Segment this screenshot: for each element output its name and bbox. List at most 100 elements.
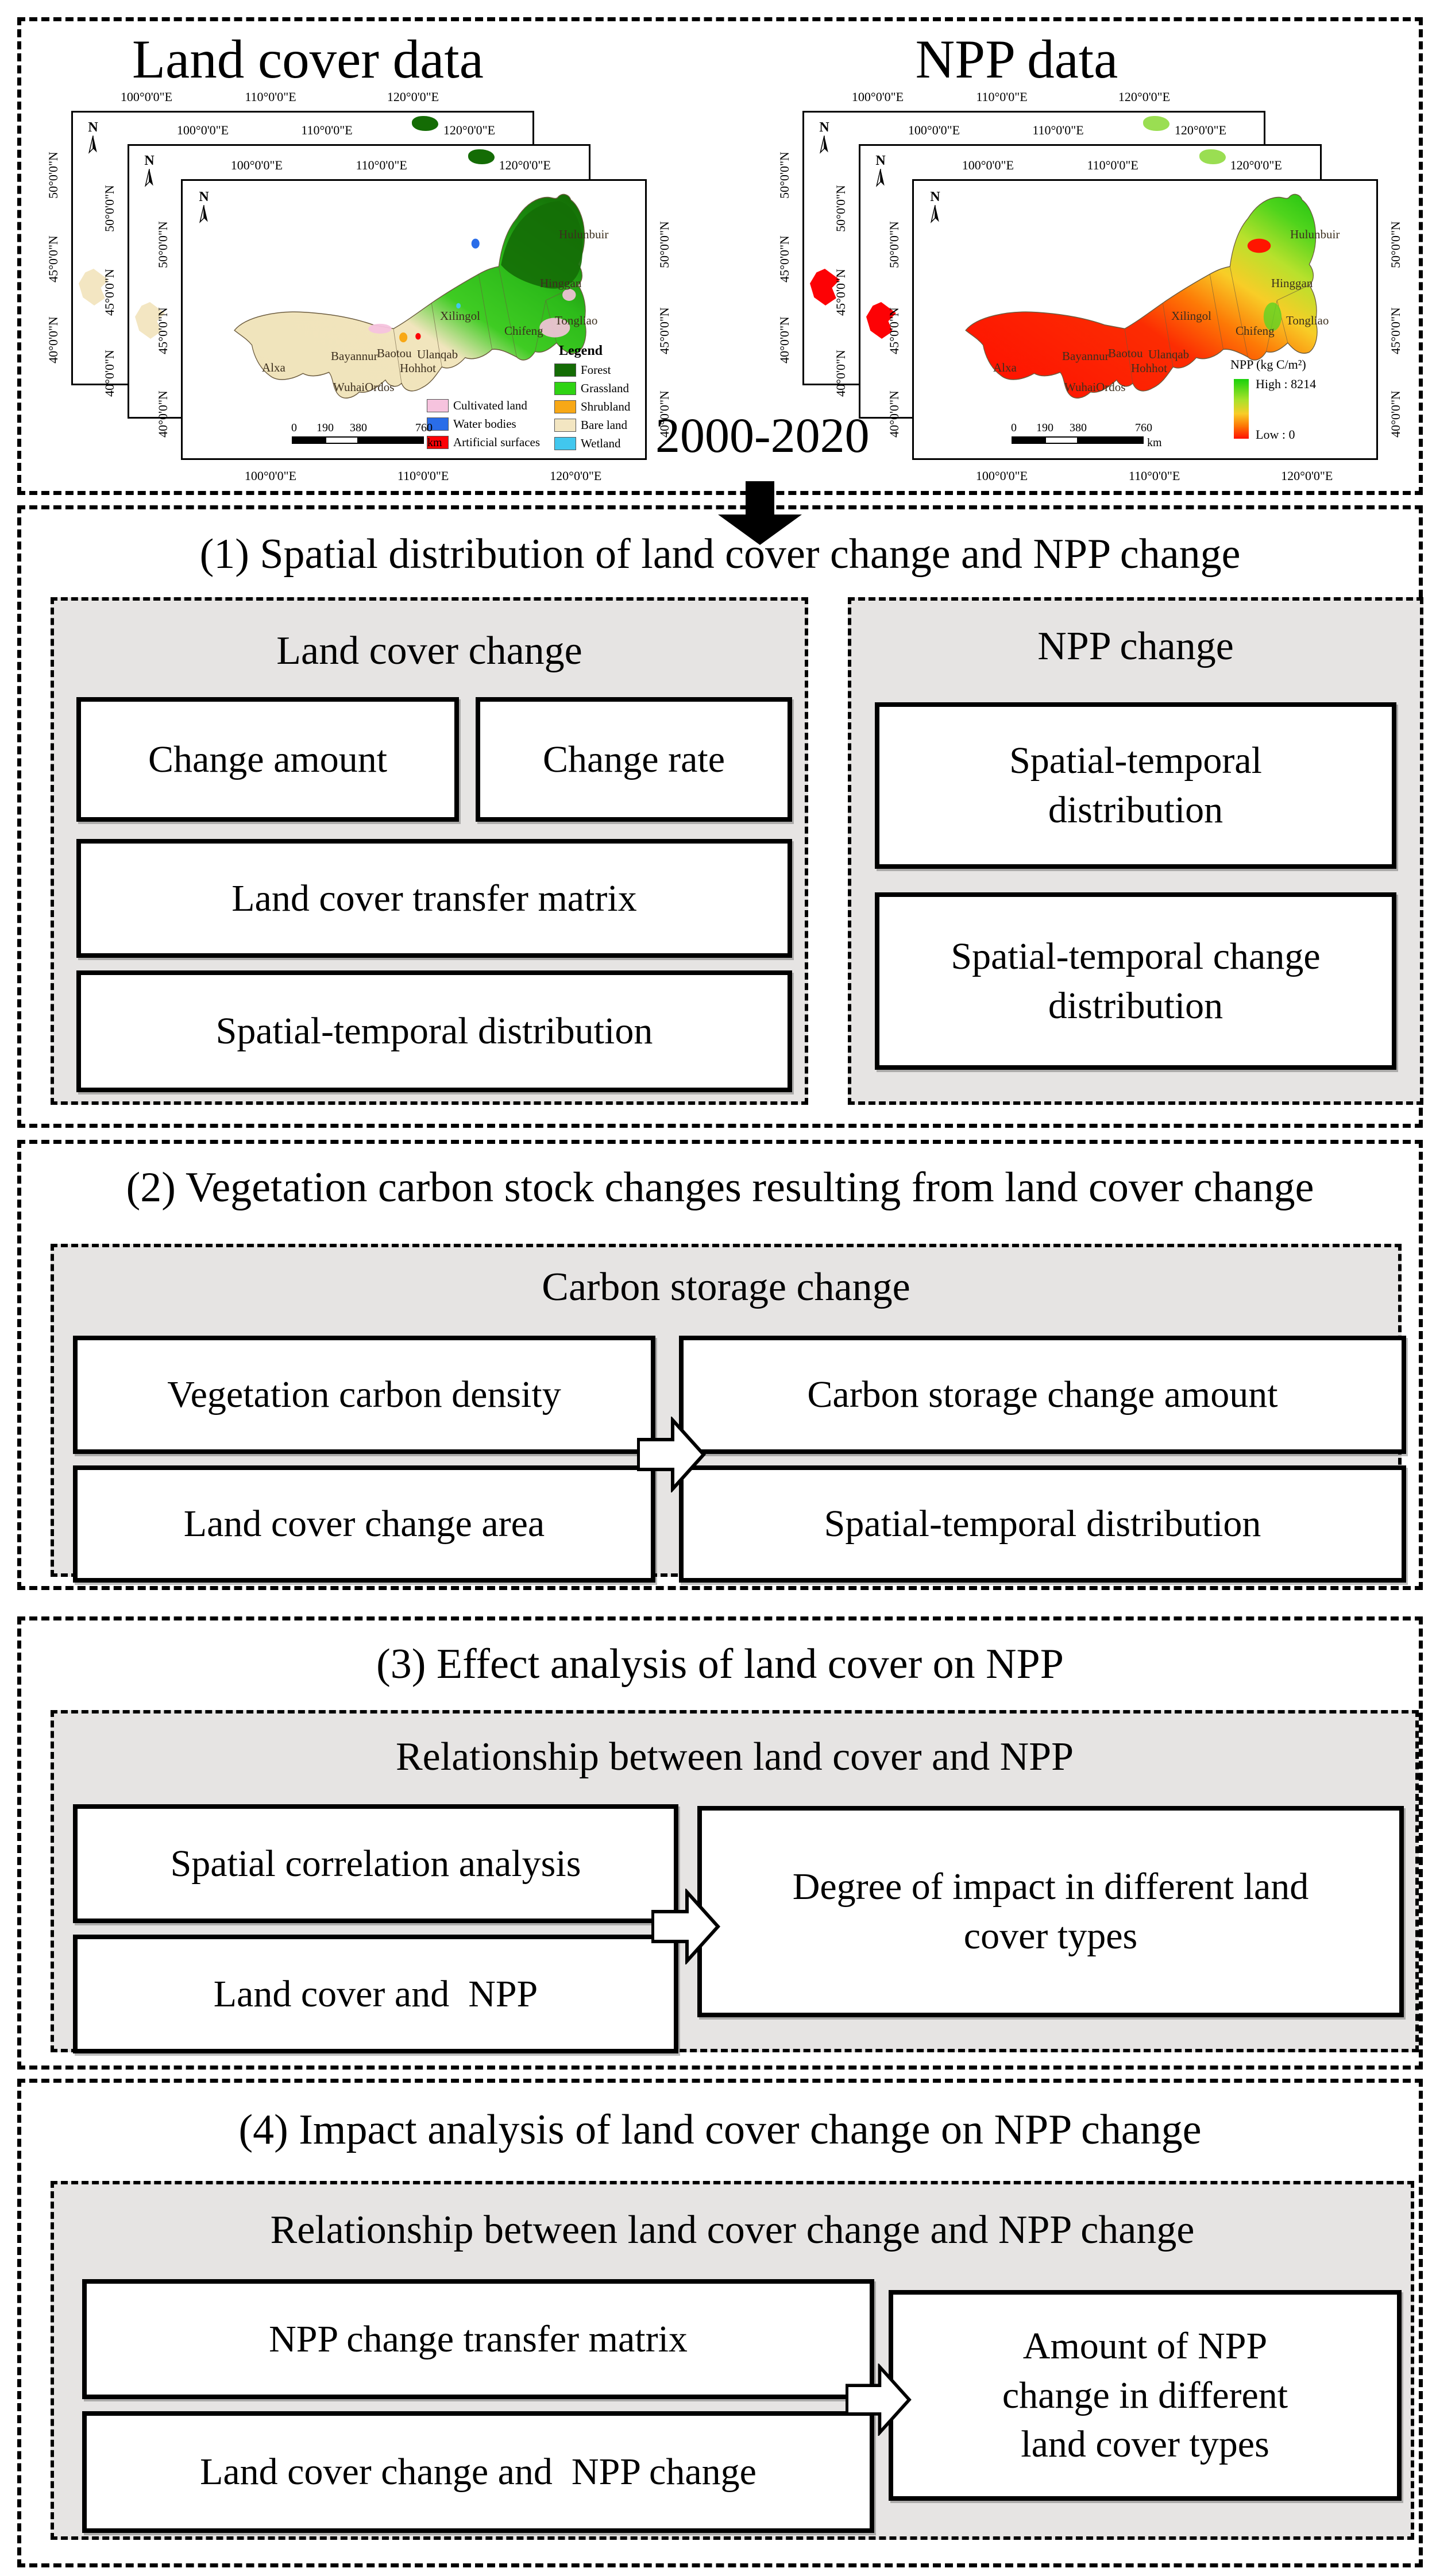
north-arrow-icon: N <box>872 154 889 188</box>
scale-bar: 0 190 380 760 km <box>291 421 442 449</box>
section-1: (1) Spatial distribution of land cover c… <box>17 505 1423 1128</box>
region-label: WuhaiOrdos <box>333 380 394 394</box>
region-label: Bayannur <box>331 349 378 363</box>
x-tick-label: 110°0'0"E <box>245 90 296 104</box>
y-tick-label: 50°0'0"N <box>156 221 170 268</box>
y-tick-label: 40°0'0"N <box>46 316 60 364</box>
x-tick-label: 110°0'0"E <box>1087 158 1138 172</box>
y-tick-label: 50°0'0"N <box>887 221 901 268</box>
region-label: Tongliao <box>555 314 597 327</box>
region-label: Hulunbuir <box>1290 227 1340 241</box>
section-4-title: (4) Impact analysis of land cover change… <box>238 2106 1202 2153</box>
npp-legend-title: NPP (kg C/m²) <box>1230 357 1306 372</box>
x-tick-label: 100°0'0"E <box>851 90 904 104</box>
npp-legend: NPP (kg C/m²) High : 8214 Low : 0 <box>1196 357 1368 449</box>
flow-box-spatial-temporal-distribution: Spatial-temporal distribution <box>679 1465 1406 1583</box>
npp-map: 100°0'0"E 110°0'0"E 120°0'0"E 50°0'0"N 4… <box>887 158 1403 483</box>
x-tick-label: 110°0'0"E <box>976 90 1028 104</box>
x-tick-label: 100°0'0"E <box>230 158 283 172</box>
y-tick-label: 50°0'0"N <box>657 221 671 268</box>
scale-bar: 0 190 380 760 km <box>1011 421 1162 449</box>
panel-title: Land cover change <box>276 629 582 673</box>
land-cover-map-image: Hulunbuir Hinggan Xilingol Chifeng Tongl… <box>234 194 608 399</box>
flow-box-land-cover-change-area: Land cover change area <box>73 1465 655 1583</box>
npp-map-title: NPP data <box>915 29 1118 90</box>
flow-box-vegetation-carbon-density: Vegetation carbon density <box>73 1336 655 1454</box>
x-tick-label: 110°0'0"E <box>301 123 353 137</box>
region-label: Chifeng <box>504 324 543 338</box>
region-label: Ulanqab <box>1148 347 1189 361</box>
x-tick-label: 120°0'0"E <box>1118 90 1171 104</box>
region-label: Hohhot <box>1131 361 1167 375</box>
legend-title: Legend <box>559 343 603 358</box>
flow-box-degree-of-impact: Degree of impact in different land cover… <box>697 1806 1404 2017</box>
x-tick-label: 120°0'0"E <box>387 90 439 104</box>
flow-box-spatial-temporal-change-distribution: Spatial-temporal change distribution <box>875 892 1396 1070</box>
flow-box-land-cover-change-and-npp-change: Land cover change and NPP change <box>82 2411 874 2533</box>
y-tick-label: 45°0'0"N <box>46 235 60 283</box>
north-arrow-icon: N <box>84 121 102 155</box>
section-3: (3) Effect analysis of land cover on NPP… <box>17 1616 1423 2070</box>
y-tick-label: 50°0'0"N <box>102 184 117 232</box>
y-tick-label: 45°0'0"N <box>156 307 170 354</box>
region-label: Baotou <box>377 346 412 360</box>
npp-high-label: High : 8214 <box>1256 377 1317 391</box>
flow-box-spatial-correlation-analysis: Spatial correlation analysis <box>73 1804 678 1923</box>
region-label: Hinggan <box>1271 276 1313 290</box>
npp-map-image: Hulunbuir Hinggan Xilingol Chifeng Tongl… <box>965 194 1340 399</box>
land-cover-legend: Legend Forest Grassland Shrubland Bare l… <box>427 343 639 454</box>
flow-box-spatial-temporal: Spatial-temporal distribution <box>76 970 792 1092</box>
flow-box-amount-of-npp-change: Amount of NPP change in different land c… <box>889 2290 1402 2501</box>
north-arrow-icon: N <box>927 190 944 225</box>
legend-swatch <box>554 382 576 395</box>
flow-box-change-rate: Change rate <box>476 697 792 822</box>
region-label: Hohhot <box>400 361 436 375</box>
region-label: Chifeng <box>1236 324 1275 338</box>
x-tick-label: 120°0'0"E <box>443 123 496 137</box>
npp-low-label: Low : 0 <box>1256 427 1295 442</box>
legend-swatch <box>554 437 576 450</box>
right-arrow-icon <box>637 1417 706 1492</box>
region-label: Baotou <box>1108 346 1143 360</box>
y-tick-label: 45°0'0"N <box>1388 307 1403 354</box>
x-tick-label: 120°0'0"E <box>550 469 602 483</box>
legend-item: Artificial surfaces <box>427 435 540 450</box>
legend-swatch <box>427 399 449 412</box>
panel-title: Relationship between land cover change a… <box>270 2208 1195 2252</box>
x-tick-label: 100°0'0"E <box>120 90 173 104</box>
npp-change-panel: NPP change Spatial-temporal distribution… <box>848 597 1423 1105</box>
land-cover-map-title: Land cover data <box>132 29 484 90</box>
flow-box-transfer-matrix: Land cover transfer matrix <box>76 839 792 958</box>
section-1-title: (1) Spatial distribution of land cover c… <box>199 531 1241 578</box>
region-label: WuhaiOrdos <box>1064 380 1125 394</box>
legend-item: Forest <box>554 363 630 377</box>
legend-item: Grassland <box>554 381 630 396</box>
panel-title: Carbon storage change <box>542 1265 910 1309</box>
y-tick-label: 40°0'0"N <box>777 316 792 364</box>
legend-swatch <box>554 400 576 413</box>
x-tick-label: 100°0'0"E <box>975 469 1028 483</box>
legend-swatch <box>554 363 576 377</box>
y-tick-label: 45°0'0"N <box>833 269 848 316</box>
legend-swatch <box>427 417 449 431</box>
x-tick-label: 120°0'0"E <box>1230 158 1282 172</box>
x-tick-label: 100°0'0"E <box>908 123 960 137</box>
x-tick-label: 100°0'0"E <box>244 469 297 483</box>
legend-item: Wetland <box>554 436 630 451</box>
panel-title: NPP change <box>1037 624 1234 668</box>
y-tick-label: 40°0'0"N <box>887 390 901 438</box>
map-fragment-northeast <box>412 116 438 131</box>
y-tick-label: 50°0'0"N <box>777 151 792 199</box>
land-cover-map: 100°0'0"E 110°0'0"E 120°0'0"E 50°0'0"N 4… <box>156 158 671 483</box>
x-tick-label: 110°0'0"E <box>397 469 449 483</box>
legend-item: Shrubland <box>554 400 630 414</box>
region-label: Tongliao <box>1286 314 1329 327</box>
y-tick-label: 45°0'0"N <box>657 307 671 354</box>
north-arrow-icon: N <box>141 154 158 188</box>
land-cover-npp-relationship-panel: Relationship between land cover and NPP … <box>51 1710 1419 2053</box>
region-label: Xilingol <box>1171 309 1211 323</box>
y-tick-label: 40°0'0"N <box>833 350 848 397</box>
region-label: Ulanqab <box>417 347 458 361</box>
y-tick-label: 50°0'0"N <box>46 151 60 199</box>
y-tick-label: 45°0'0"N <box>102 269 117 316</box>
